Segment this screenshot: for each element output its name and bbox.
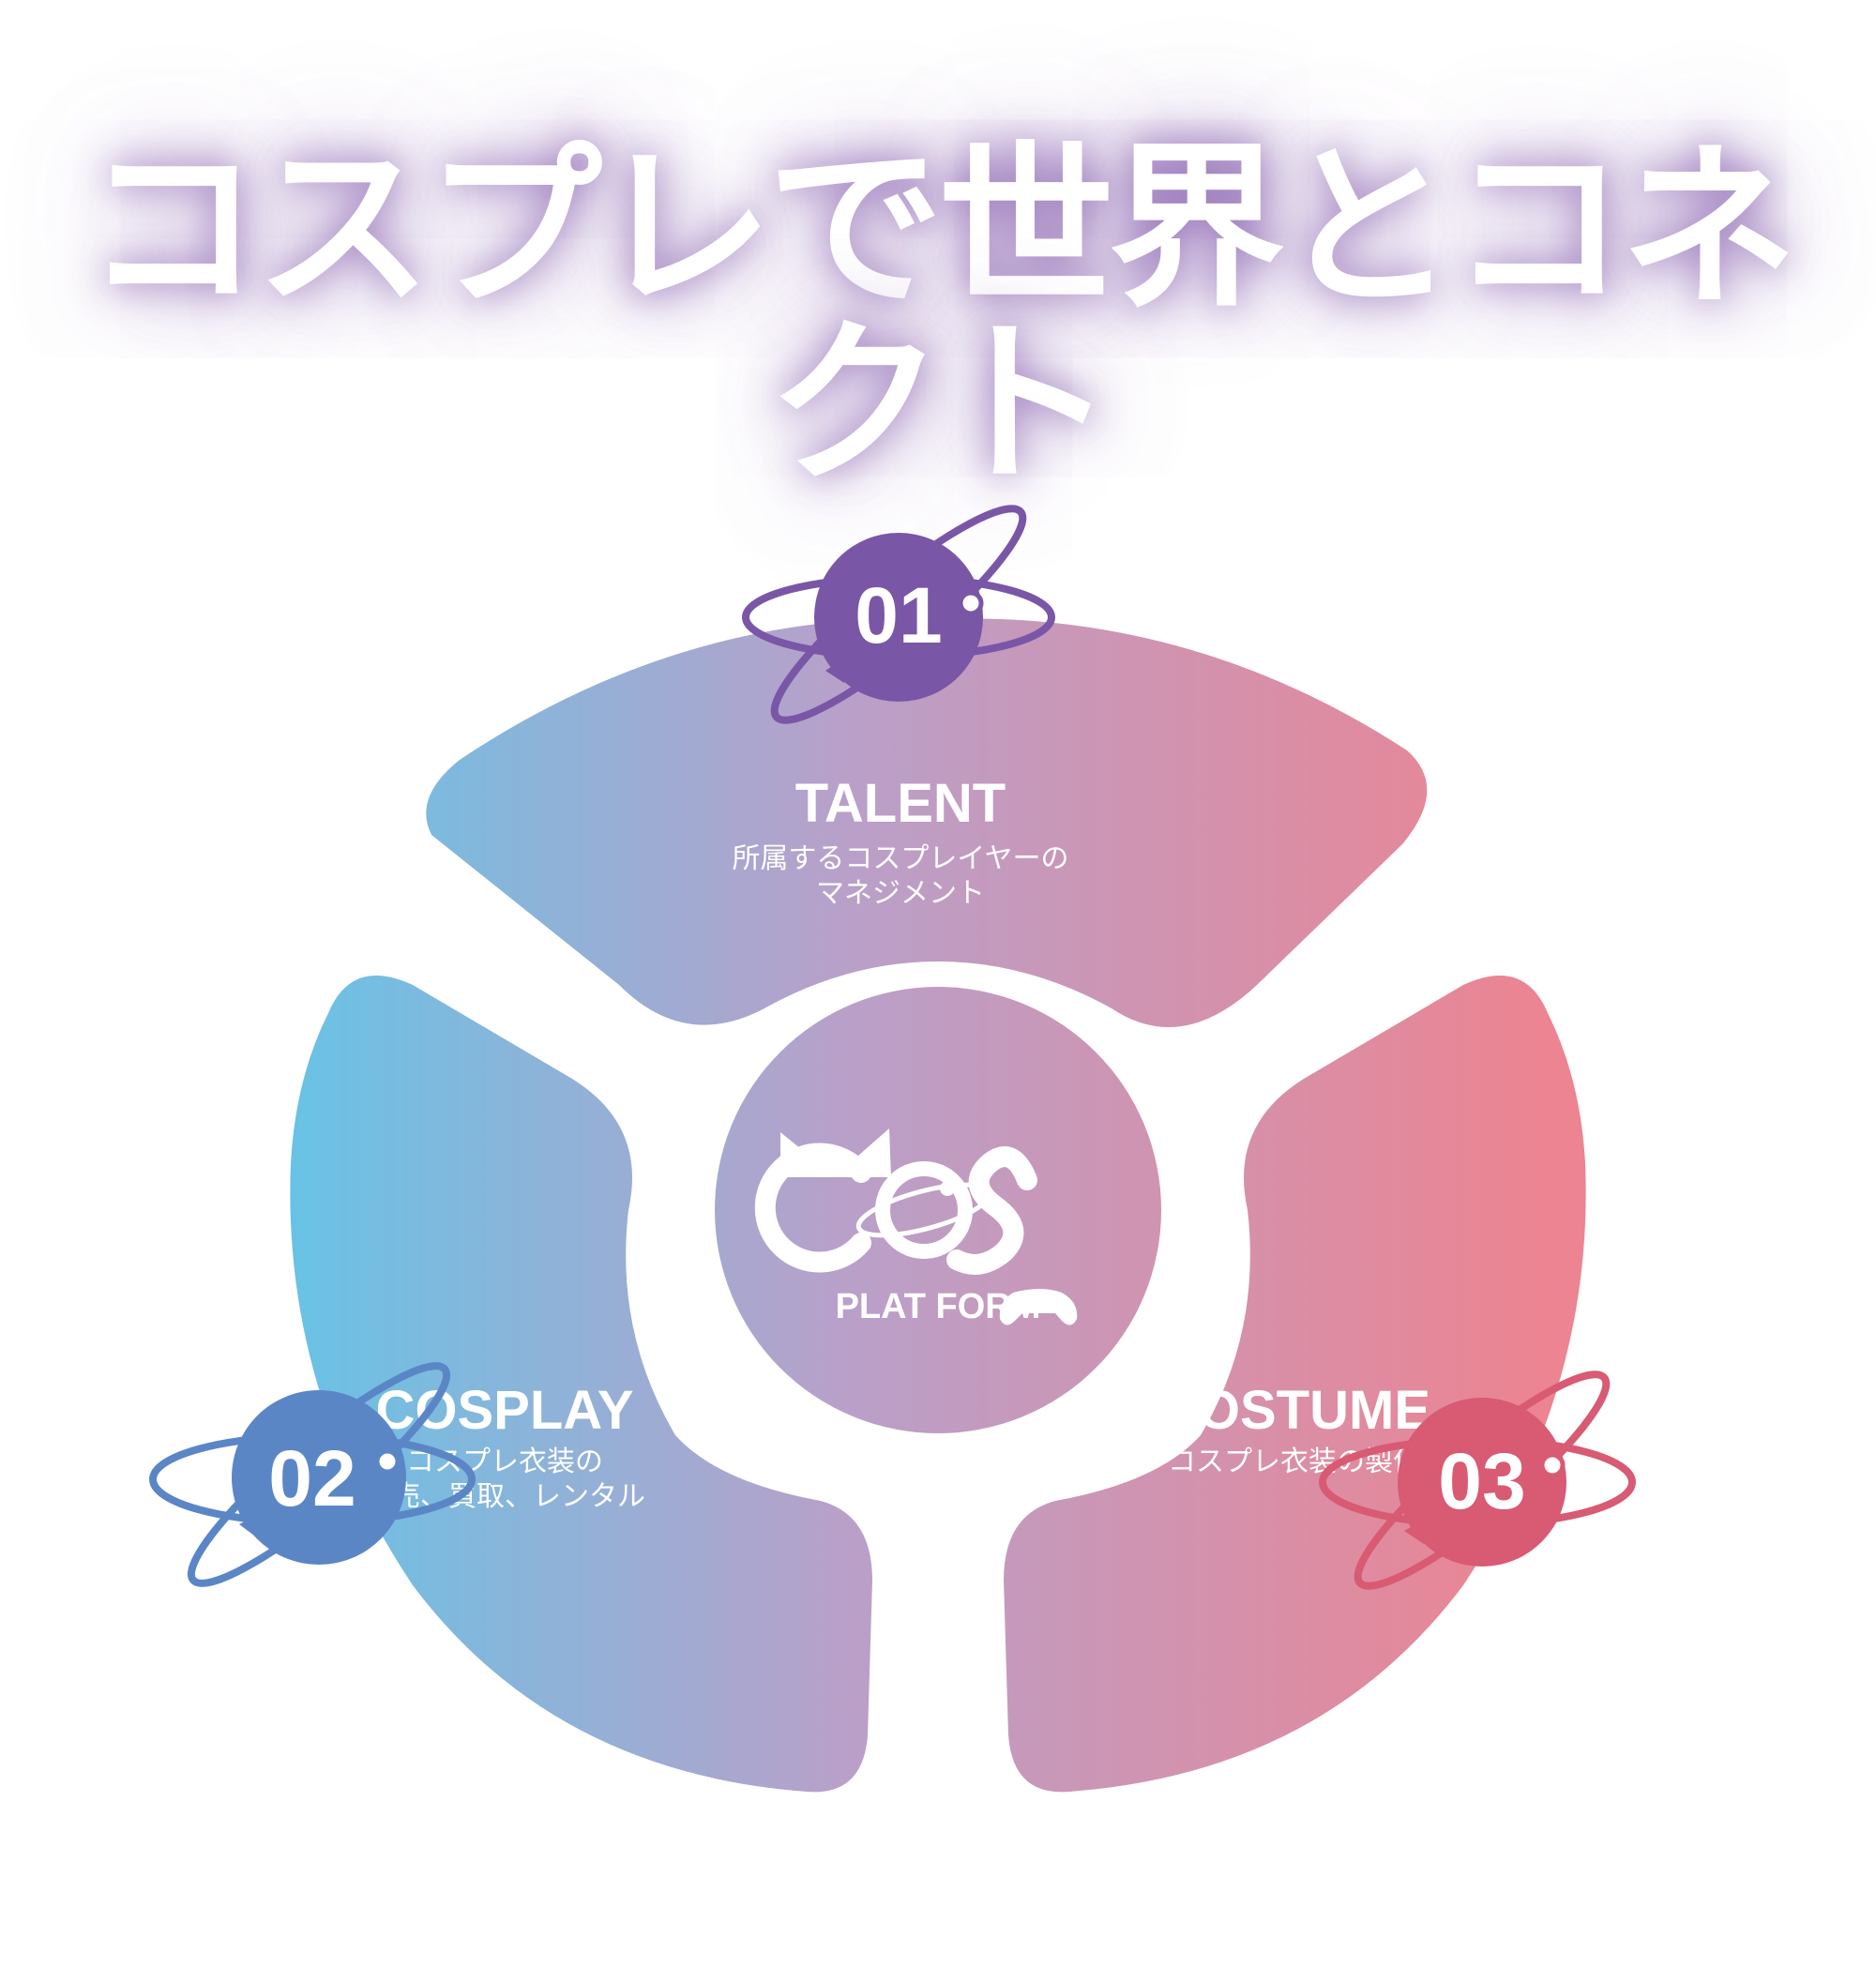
badge-01-number: 01 xyxy=(855,571,942,659)
cat-face-icon xyxy=(754,1143,871,1273)
segment-desc-talent-1: 所属するコスプレイヤーの xyxy=(732,842,1068,875)
planet-dot-icon xyxy=(940,1181,955,1196)
badge-01-planet xyxy=(814,533,983,702)
center-hub xyxy=(715,987,1161,1433)
segment-label-cosplay: COSPLAY xyxy=(375,1380,633,1441)
badge-01-arrow-icon xyxy=(825,655,849,683)
logo-s-icon xyxy=(946,1146,1037,1275)
segment-cosplay xyxy=(290,976,872,1793)
segment-desc-talent-2: マネジメント xyxy=(816,877,985,910)
badge-01: 01 xyxy=(742,505,1055,724)
segment-label-costume: COSTUME xyxy=(1158,1380,1430,1441)
planet-o-icon xyxy=(875,1161,973,1259)
badge-03-ring-tilted xyxy=(1354,1370,1611,1590)
badge-02-dot xyxy=(374,1448,401,1475)
badge-02-number: 02 xyxy=(268,1434,356,1522)
segment-label-talent: TALENT xyxy=(795,773,1006,834)
badge-03-number: 03 xyxy=(1438,1437,1525,1525)
badge-01-dot xyxy=(958,590,984,616)
badge-03: 03 xyxy=(1319,1370,1636,1590)
badge-03-dot xyxy=(1539,1452,1566,1478)
segment-desc-cosplay-2: 販売、買取、レンタル xyxy=(364,1480,645,1513)
page-title: コスプレで世界とコネクト xyxy=(84,126,1797,507)
badge-03-arrow-icon xyxy=(1404,1516,1430,1544)
badge-02-ring-tilted xyxy=(187,1362,451,1587)
segment-costume xyxy=(1004,976,1586,1793)
cos-platform-logo: PLAT FORM xyxy=(754,1128,1078,1326)
segment-talent xyxy=(426,618,1428,1027)
badge-02: 02 xyxy=(149,1362,476,1587)
badge-01-ring-tilted xyxy=(770,505,1027,724)
badge-02-arrow-icon xyxy=(239,1510,265,1538)
gamepad-icon xyxy=(999,1289,1078,1325)
